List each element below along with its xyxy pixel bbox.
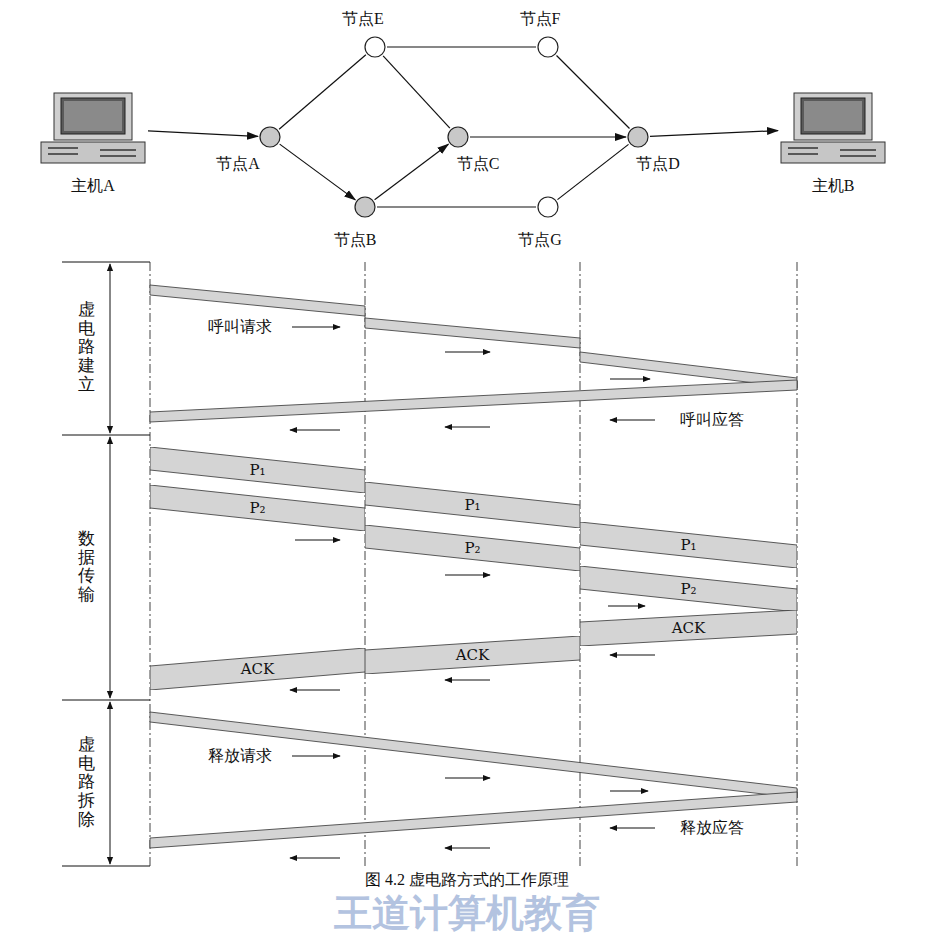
node-circle (447, 126, 469, 148)
node-circle (259, 126, 281, 148)
node-circle (354, 196, 376, 218)
node-label: 节点A (216, 154, 260, 173)
network-link (279, 55, 366, 129)
switch-node: 节点G (537, 196, 559, 218)
packet-band: P₂ (580, 566, 797, 612)
network-link (375, 144, 449, 200)
network-link (383, 56, 450, 128)
packet-label: P₂ (249, 499, 265, 517)
packet-label: ACK (241, 660, 275, 678)
packet-band: ACK (150, 648, 365, 690)
packet-band: P₁ (150, 447, 365, 493)
node-label: 主机A (71, 176, 115, 195)
figure-caption: 图 4.2 虚电路方式的工作原理 (361, 870, 573, 891)
node-circle (627, 126, 649, 148)
computer-icon (780, 92, 886, 164)
packet-label: P₂ (680, 580, 696, 598)
node-label: 节点B (334, 230, 377, 249)
host-computer: 主机B (780, 92, 886, 164)
node-label: 节点F (520, 9, 561, 28)
phase-label: 虚电路建立 (78, 301, 95, 394)
direction-arrow (290, 327, 655, 858)
node-label: 主机B (812, 176, 855, 195)
node-circle (537, 196, 559, 218)
network-link (556, 55, 629, 128)
packet-band: P₂ (365, 525, 580, 571)
message-label: 释放请求 (208, 746, 272, 765)
packet-band: ACK (580, 610, 797, 646)
signal-band (150, 285, 797, 848)
phase-bracket (62, 262, 150, 866)
network-link (557, 144, 628, 199)
packet-band: P₁ (365, 482, 580, 528)
node-label: 节点G (518, 230, 562, 249)
packet-label: ACK (456, 646, 490, 664)
time-axis (150, 262, 797, 866)
switch-node: 节点C (447, 126, 469, 148)
switch-node: 节点E (364, 36, 386, 58)
node-circle (364, 36, 386, 58)
message-label: 呼叫应答 (680, 410, 744, 429)
packet-label: P₁ (249, 461, 265, 479)
packet-label: P₁ (464, 496, 480, 514)
host-computer: 主机A (40, 92, 146, 164)
packet-band: P₂ (150, 485, 365, 531)
switch-node: 节点F (537, 36, 559, 58)
message-label: 呼叫请求 (208, 317, 272, 336)
node-label: 节点C (457, 154, 500, 173)
node-label: 节点E (342, 9, 384, 28)
packet-label: P₂ (464, 539, 480, 557)
packet-label: P₁ (680, 536, 696, 554)
node-circle (537, 36, 559, 58)
switch-node: 节点D (627, 126, 649, 148)
node-label: 节点D (636, 154, 680, 173)
network-link (148, 131, 258, 137)
network-link (377, 206, 536, 207)
packet-label: ACK (672, 619, 706, 637)
phase-label: 虚电路拆除 (78, 736, 95, 829)
network-link (387, 46, 536, 47)
network-link (650, 131, 778, 137)
switch-node: 节点B (354, 196, 376, 218)
network-link (470, 136, 626, 137)
packet-band: P₁ (580, 522, 797, 568)
packet-band: ACK (365, 636, 580, 674)
network-link (280, 144, 356, 200)
computer-icon (40, 92, 146, 164)
switch-node: 节点A (259, 126, 281, 148)
phase-label: 数据传输 (78, 530, 95, 605)
watermark: 王道计算机教育 (334, 891, 600, 937)
message-label: 释放应答 (680, 818, 744, 837)
